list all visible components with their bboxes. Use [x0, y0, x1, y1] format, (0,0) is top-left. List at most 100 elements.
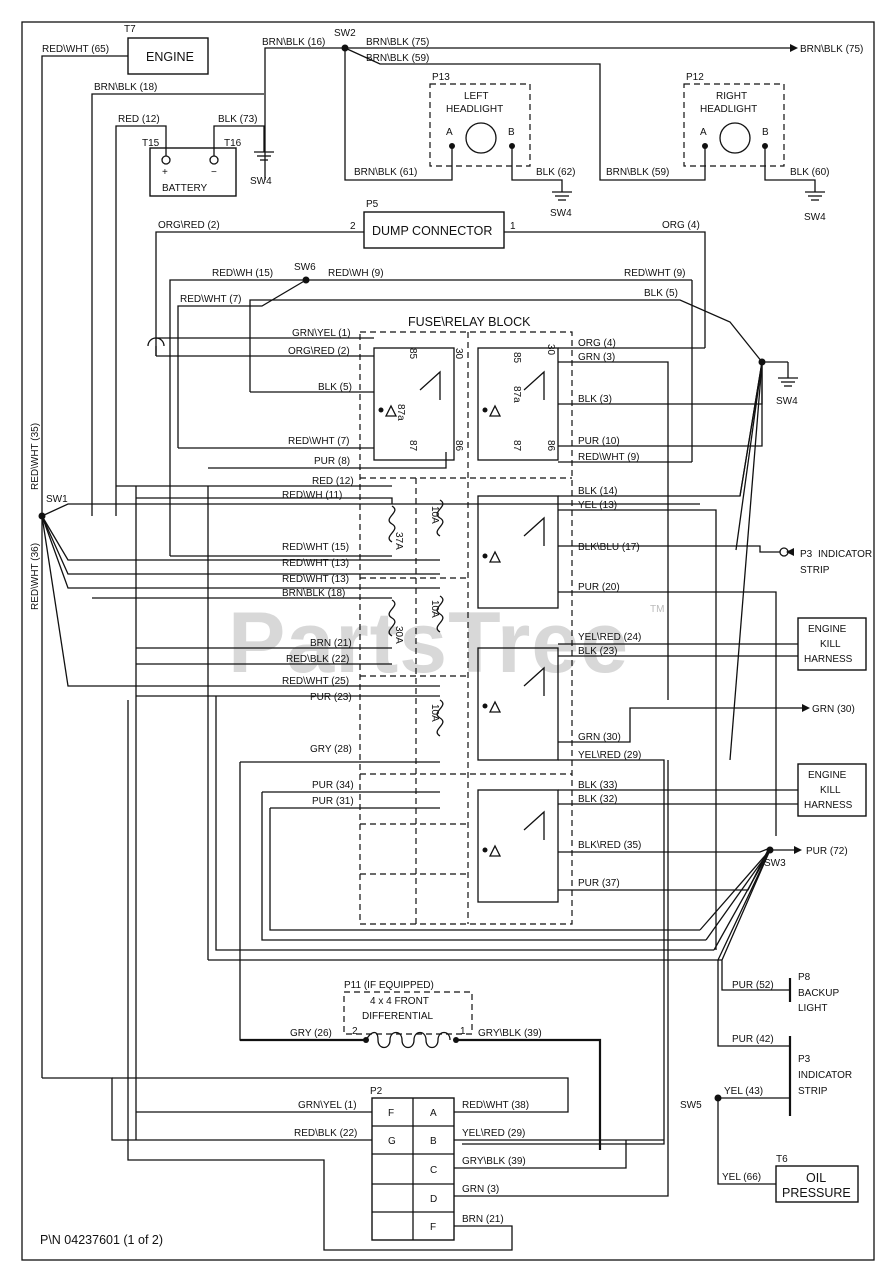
label-blk-73: BLK (73) — [218, 114, 257, 125]
label-grn-30-out: GRN (30) — [812, 704, 855, 715]
diff-pin-2: 2 — [352, 1026, 358, 1037]
p3-bottom-ref: P3 — [798, 1054, 811, 1065]
oil-pressure-ref: T6 — [776, 1154, 788, 1165]
label-p2-yelred-29: YEL\RED (29) — [462, 1128, 525, 1139]
label-p2-brn-21: BRN (21) — [462, 1214, 504, 1225]
dump-pin-2: 2 — [350, 221, 356, 232]
label-p2-grnyel-1: GRN\YEL (1) — [298, 1100, 357, 1111]
label-redwht-7: RED\WHT (7) — [180, 294, 241, 305]
label-brnblk-59b: BRN\BLK (59) — [606, 167, 669, 178]
oil-pressure-line2: PRESSURE — [782, 1186, 851, 1200]
dump-connector: P5 DUMP CONNECTOR 2 1 — [350, 199, 516, 249]
label-brnblk-61: BRN\BLK (61) — [354, 167, 417, 178]
label-redwht-36: RED\WHT (36) — [30, 543, 41, 610]
part-number: P\N 04237601 (1 of 2) — [40, 1233, 163, 1247]
label-r-redwht-25: RED\WHT (25) — [282, 676, 349, 687]
label-r-redwht-13a: RED\WHT (13) — [282, 558, 349, 569]
ekh2-line1: ENGINE — [808, 770, 847, 781]
p2-ref: P2 — [370, 1086, 383, 1097]
engine-ref: T7 — [124, 24, 136, 35]
splice-sw3-label: SW3 — [764, 858, 786, 869]
watermark: PartsTree — [228, 595, 629, 691]
label-p2-gryblk-39: GRY\BLK (39) — [462, 1156, 526, 1167]
battery: T15 T16 +− BATTERY — [142, 138, 242, 197]
label-o-redwht-9: RED\WHT (9) — [578, 452, 639, 463]
wire-blk-73 — [213, 125, 265, 156]
label-o-blk-32: BLK (32) — [578, 794, 617, 805]
label-o-pur-10: PUR (10) — [578, 436, 620, 447]
oil-pressure-sender: T6 OIL PRESSURE — [775, 1154, 859, 1203]
fuse-10a-1-label: 10A — [429, 506, 440, 524]
wire-pur-52 — [721, 849, 790, 991]
ground-symbol — [254, 151, 274, 161]
ground-sw4-a: SW4 — [550, 208, 572, 219]
label-gry-26: GRY (26) — [290, 1028, 332, 1039]
label-r-pur-8: PUR (8) — [314, 456, 350, 467]
wire-brnblk-61 — [344, 48, 453, 181]
right-headlight-pin-b: B — [762, 127, 769, 138]
ground-symbol — [805, 191, 825, 201]
right-headlight-pin-a: A — [700, 127, 707, 138]
left-headlight-ref: P13 — [432, 72, 450, 83]
label-yel-43: YEL (43) — [724, 1086, 763, 1097]
ekh2-line2: KILL — [820, 785, 841, 796]
wire-yel-66 — [717, 1098, 776, 1185]
wire-sw1-b — [41, 515, 440, 561]
fuse-10a-1 — [436, 499, 444, 537]
wire-blk-60 — [764, 146, 816, 192]
dump-connector-label: DUMP CONNECTOR — [372, 224, 492, 238]
wire-redwht-65 — [41, 55, 128, 516]
p3-bottom-line2: STRIP — [798, 1086, 828, 1097]
battery-ref-pos: T15 — [142, 138, 160, 149]
diff-line1: 4 x 4 FRONT — [370, 996, 429, 1007]
label-brnblk-18: BRN\BLK (18) — [94, 82, 157, 93]
p3-top-ref: P3 — [800, 549, 813, 560]
p8-ref: P8 — [798, 972, 811, 983]
wire-sw1-a — [41, 503, 700, 517]
ekh1-line1: ENGINE — [808, 624, 847, 635]
fuse-10a-2-label: 10A — [429, 600, 440, 618]
label-brnblk-75b: BRN\BLK (75) — [800, 44, 863, 55]
label-redwht-9: RED\WHT (9) — [624, 268, 685, 279]
relay2-pin-86: 86 — [545, 440, 556, 452]
p2-pin-left-2: G — [388, 1136, 396, 1147]
left-headlight-pin-a: A — [446, 127, 453, 138]
front-differential: P11 (IF EQUIPPED) 4 x 4 FRONT DIFFERENTI… — [343, 980, 473, 1049]
label-o-blk-3: BLK (3) — [578, 394, 612, 405]
splice-sw2-label: SW2 — [334, 28, 356, 39]
wire-orgred-2 — [155, 231, 364, 356]
fuse-relay-block-label: FUSE\RELAY BLOCK — [408, 315, 531, 329]
trademark-mark: TM — [650, 604, 664, 615]
ekh1-line3: HARNESS — [804, 654, 853, 665]
label-blk-62: BLK (62) — [536, 167, 575, 178]
oil-pressure-line1: OIL — [806, 1171, 826, 1185]
p3-top-line2: STRIP — [800, 565, 830, 576]
p8-line2: LIGHT — [798, 1003, 827, 1014]
label-o-blkred-35: BLK\RED (35) — [578, 840, 641, 851]
engine-component: ENGINE T7 — [124, 24, 209, 75]
battery-label: BATTERY — [162, 183, 208, 194]
label-o-blk-33: BLK (33) — [578, 780, 617, 791]
right-headlight-line2: HEADLIGHT — [700, 104, 757, 115]
fuse-10a-3-label: 10A — [429, 704, 440, 722]
label-pur-72: PUR (72) — [806, 846, 848, 857]
ground-symbol — [552, 191, 572, 201]
harness-verticals — [135, 337, 209, 1140]
right-headlight-ref: P12 — [686, 72, 704, 83]
wire-blk-62 — [511, 146, 563, 192]
label-o-yelred-29: YEL\RED (29) — [578, 750, 641, 761]
wire-org-4 — [504, 231, 706, 348]
ground-symbol — [778, 377, 798, 387]
label-o-yelred-24: YEL\RED (24) — [578, 632, 641, 643]
label-p2-redwht-38: RED\WHT (38) — [462, 1100, 529, 1111]
left-headlight: P13 LEFT HEADLIGHT A B — [429, 72, 531, 167]
wire-redwh-15 — [169, 279, 306, 556]
p2-pin-left-1: F — [388, 1108, 394, 1119]
svg-text:−: − — [211, 167, 217, 178]
label-o-grn-3: GRN (3) — [578, 352, 615, 363]
ekh2-line3: HARNESS — [804, 800, 853, 811]
wire-red-12 — [115, 125, 167, 516]
p2-pin-f: F — [430, 1222, 436, 1233]
block-right-wires — [462, 347, 798, 1145]
label-r-brn-21: BRN (21) — [310, 638, 352, 649]
